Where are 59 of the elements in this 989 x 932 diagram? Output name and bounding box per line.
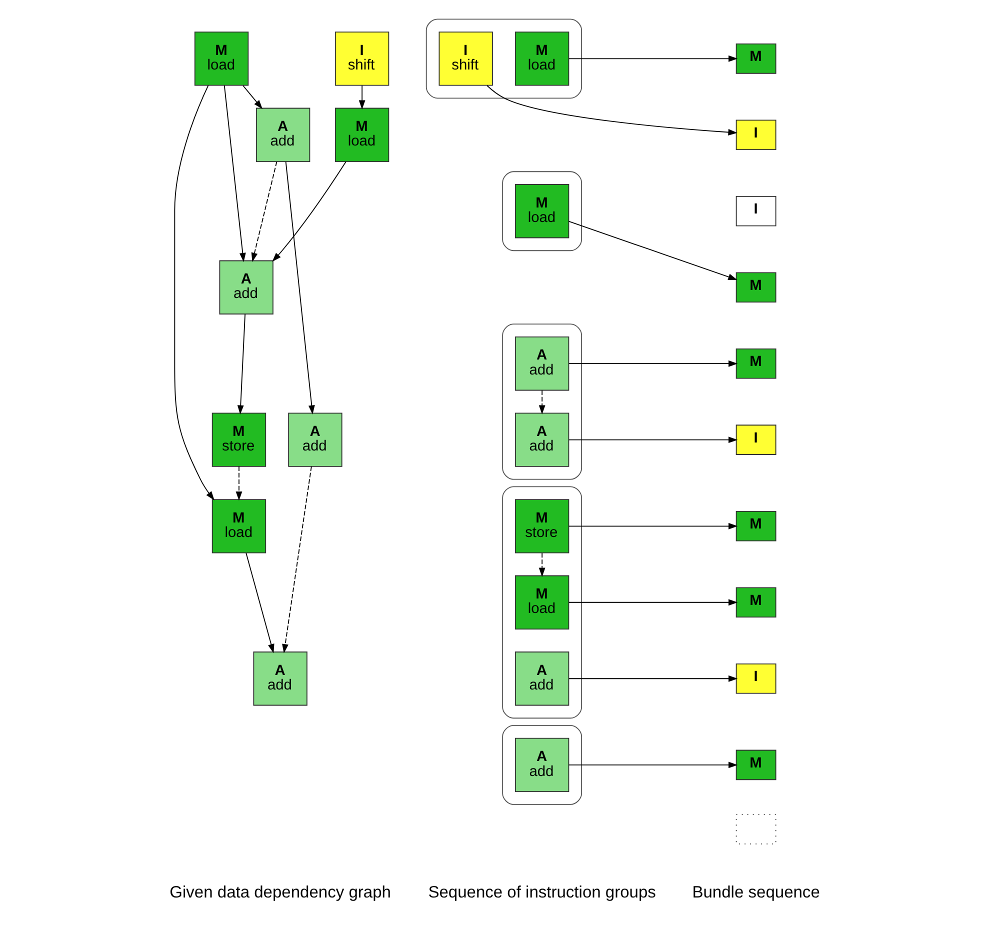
- node-box: A add: [288, 412, 342, 467]
- node-box: M load: [514, 575, 569, 630]
- arrow: [236, 314, 246, 414]
- arrow: [486, 85, 737, 136]
- node-box: M store: [514, 499, 569, 554]
- node-box: A add: [255, 108, 310, 162]
- node-box: [735, 814, 776, 844]
- arrow: [242, 85, 262, 110]
- arrow: [538, 390, 545, 414]
- arrow: [568, 675, 738, 682]
- node-box: I: [735, 663, 776, 694]
- node-box: A add: [218, 260, 273, 314]
- arrow: [358, 85, 365, 110]
- node-box: I: [735, 120, 776, 150]
- arrow: [568, 522, 738, 530]
- arrow: [538, 552, 545, 577]
- arrow: [272, 161, 346, 262]
- node-box: M: [735, 511, 776, 542]
- arrow: [568, 360, 738, 367]
- node-box: M: [735, 750, 776, 780]
- label: Sequence of instruction groups: [428, 882, 656, 902]
- arrow: [568, 599, 738, 606]
- arrow: [174, 85, 214, 500]
- node-box: A add: [514, 652, 569, 706]
- node-box: M load: [514, 32, 569, 86]
- node-box: M store: [211, 412, 266, 467]
- arrow: [568, 55, 738, 62]
- node-box: A add: [514, 336, 569, 391]
- cluster: [502, 324, 582, 480]
- node-box: A add: [514, 738, 569, 792]
- cluster: [502, 725, 582, 805]
- node-box: I shift: [438, 32, 492, 86]
- arrow: [282, 466, 312, 654]
- label: Given data dependency graph: [169, 882, 390, 902]
- node-box: M: [735, 587, 776, 618]
- node-box: A add: [514, 412, 569, 467]
- node-box: I: [735, 196, 776, 226]
- cluster: [502, 486, 582, 719]
- node-box: I: [735, 424, 776, 455]
- arrow: [223, 85, 246, 262]
- arrow: [245, 552, 274, 654]
- arrow: [250, 161, 277, 262]
- node-box: I shift: [334, 32, 389, 86]
- node-box: M: [735, 348, 776, 379]
- arrow: [235, 466, 242, 501]
- arrow: [284, 161, 314, 415]
- node-box: M load: [211, 499, 266, 554]
- node-box: M: [735, 272, 776, 303]
- cluster: [425, 18, 582, 99]
- node-box: M load: [194, 32, 248, 86]
- arrow: [568, 762, 738, 768]
- node-box: A add: [252, 652, 307, 706]
- node-box: M: [735, 44, 776, 74]
- label: Bundle sequence: [692, 882, 820, 902]
- node-box: M load: [514, 184, 569, 238]
- cluster: [502, 171, 582, 252]
- arrow: [568, 220, 737, 280]
- node-box: M load: [334, 108, 389, 162]
- arrow: [568, 436, 738, 444]
